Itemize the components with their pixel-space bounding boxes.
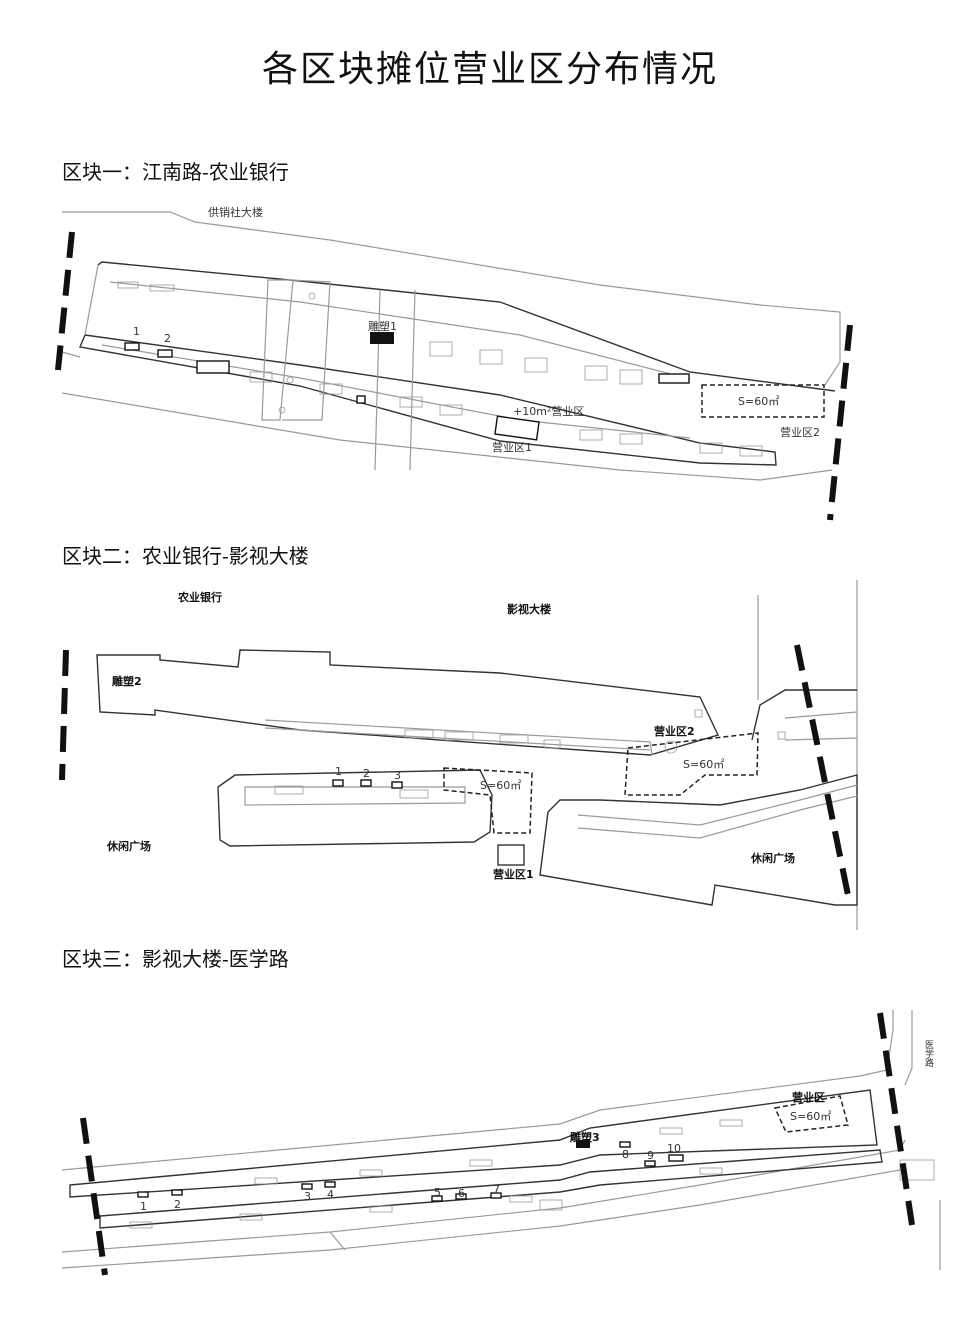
stall-label-1: 1 [133,325,140,338]
stall-3 [301,1183,313,1190]
section1-plan: 1 2 雕塑1 +10m²营业区 营业区1 S=60㎡ 营业区2 供销社大楼 [55,205,853,521]
stall-5 [431,1195,443,1202]
section3-heading: 区块三：影视大楼-医学路 [62,947,289,971]
plaza-left-label: 休闲广场 [106,839,151,853]
building-label: 供销社大楼 [208,205,263,219]
stall-label-5: 5 [434,1186,441,1199]
zone1-box [497,844,525,866]
stall-label-2: 2 [174,1198,181,1211]
stall-2 [171,1189,183,1196]
bank-label: 农业银行 [177,590,222,604]
zone2-area-label: S=60㎡ [738,395,779,408]
zone1-label: 营业区1 [493,867,534,881]
stall-box [658,373,690,384]
sculpture-1-marker [370,332,394,344]
boundary-right [794,644,853,906]
boundary-right [877,1012,915,1226]
stall-label-8: 8 [622,1148,629,1161]
stall-1 [124,342,140,351]
stall-label-3: 3 [394,769,401,782]
section2-plan: 1 2 3 S=60㎡ 营业区1 S=60㎡ 营业区2 农业银行 影视大楼 雕塑… [59,580,858,930]
section2-heading: 区块二：农业银行-影视大楼 [62,544,309,568]
plaza-block-left [217,769,493,847]
stall-8 [619,1141,631,1148]
stall-label-10: 10 [667,1142,681,1155]
section1-stall-cells [117,281,763,457]
stall-2 [360,779,372,787]
boundary-left [55,231,75,371]
stall-label-3: 3 [304,1190,311,1203]
zone2-label: 营业区2 [780,425,820,439]
stall-1 [332,779,344,787]
stall-3 [391,781,403,789]
boundary-left [80,1117,108,1276]
stall-10 [668,1154,684,1162]
stall-7 [490,1192,502,1199]
area-dashed-a [443,767,533,834]
stall-4 [324,1181,336,1188]
stall-6 [455,1193,467,1200]
section3-stall-cells [129,1119,743,1229]
sculpture-3-marker [576,1140,590,1148]
boundary-right [827,324,853,521]
area-a-label: S=60㎡ [480,779,521,792]
zone1-label: 营业区1 [492,440,532,454]
stall-label-9: 9 [647,1149,654,1162]
plaza-right-label: 休闲广场 [750,851,795,865]
stall-1 [137,1191,149,1198]
stall-label-2: 2 [363,767,370,780]
stall-9 [644,1160,656,1167]
zone-area [773,1095,849,1133]
north-block [96,649,719,756]
stall-box [356,395,366,404]
plaza-block-right [539,774,858,906]
zone2-label: 营业区2 [654,724,695,738]
sculpture-3-label: 雕塑3 [570,1130,600,1144]
zone-area-label: S=60㎡ [790,1110,831,1123]
stall-label-7: 7 [493,1183,500,1196]
sculpture-1-label: 雕塑1 [368,319,397,333]
road-label: 医学路 [923,1040,934,1068]
stall-label-6: 6 [458,1187,465,1200]
zone1-box [494,415,540,441]
stall-label-4: 4 [327,1188,334,1201]
stall-label-2: 2 [164,332,171,345]
section3-plan: 1 2 3 4 5 6 7 8 9 10 雕塑3 营业区 S=60㎡ 医学路 [61,1010,941,1276]
zone-label: 营业区 [792,1090,825,1104]
section1-heading: 区块一：江南路-农业银行 [62,160,289,184]
extra-zone-label: +10m²营业区 [513,404,584,418]
sculpture-2-label: 雕塑2 [112,674,142,688]
stall-label-1: 1 [335,765,342,778]
stall-2 [157,349,173,358]
stall-label-1: 1 [140,1200,147,1213]
zone2-area [701,384,825,418]
boundary-left [59,649,69,781]
stall-box [196,360,230,374]
page-title: 各区块摊位营业区分布情况 [261,49,718,90]
cinema-label: 影视大楼 [507,602,551,616]
area-b-label: S=60㎡ [683,758,724,771]
area-dashed-b [624,732,759,796]
